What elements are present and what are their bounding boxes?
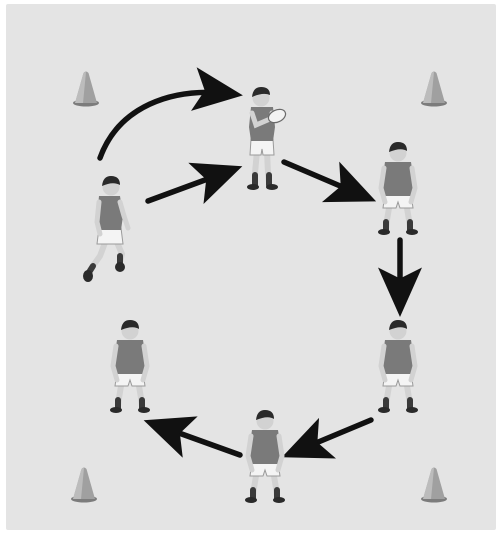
player-top-center xyxy=(247,87,287,190)
arrow-pass-to-top xyxy=(145,162,243,204)
player-ball-carrier xyxy=(83,176,131,282)
players-layer xyxy=(83,87,418,503)
player-right-upper xyxy=(378,142,418,235)
cone-bottom-left xyxy=(71,467,97,503)
training-field xyxy=(6,4,496,530)
player-right-lower xyxy=(378,320,418,413)
arrow-top-to-right xyxy=(281,159,377,203)
cone-top-left xyxy=(73,71,99,107)
rugby-ball-icon xyxy=(267,108,287,124)
cone-top-right xyxy=(421,71,447,107)
player-bottom-center xyxy=(245,410,285,503)
arrows-layer xyxy=(97,67,422,459)
player-left-lower xyxy=(110,320,150,413)
cones-layer xyxy=(71,71,447,503)
arrow-right-to-bottom xyxy=(281,417,374,459)
cone-bottom-right xyxy=(421,467,447,503)
arrow-bottom-to-left xyxy=(143,416,243,458)
arrow-curved-run xyxy=(97,67,243,161)
